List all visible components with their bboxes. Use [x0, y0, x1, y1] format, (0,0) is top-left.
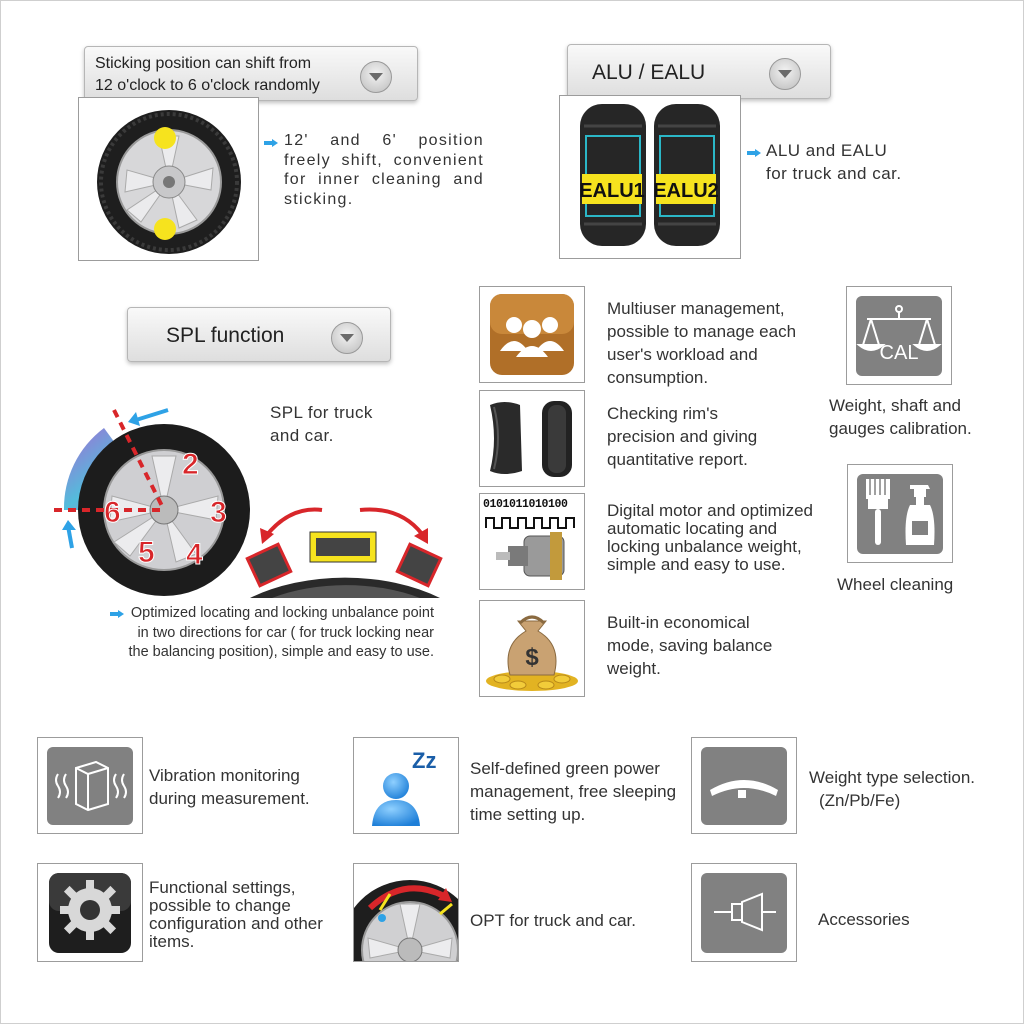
chevron-down-icon[interactable] — [331, 322, 363, 354]
cal-label: CAL — [880, 342, 919, 364]
binary-code-text: 0101011010100 — [483, 498, 568, 511]
vibration-description: Vibration monitoring during measurement. — [149, 766, 310, 808]
calibration-icon-bg — [856, 296, 942, 376]
chevron-down-icon[interactable] — [769, 58, 801, 90]
position-2-label: 2 — [182, 448, 199, 481]
sticking-image-panel — [78, 97, 259, 261]
dollar-sign: $ — [525, 644, 539, 671]
functional-icon-box — [37, 863, 143, 962]
sleep-user-icon: Zz — [372, 748, 436, 826]
position-3-label: 3 — [210, 496, 227, 529]
sticking-header-line2: 12 o'clock to 6 o'clock randomly — [95, 77, 320, 94]
economical-description: Built-in economical mode, saving balance… — [607, 613, 773, 678]
spl-header-title: SPL function — [166, 324, 285, 347]
alu-description: ALU and EALU for truck and car. — [766, 141, 902, 183]
tyre-pair-icon: EALU1 EALU2 — [579, 104, 720, 246]
vibration-icon — [55, 760, 127, 812]
multiuser-icon-box — [479, 286, 585, 383]
calibration-icon-box: CAL — [846, 286, 952, 385]
opt-description: OPT for truck and car. — [470, 911, 636, 930]
spl-description: SPL for truck and car. — [270, 403, 373, 445]
ealu1-label: EALU1 — [579, 180, 645, 202]
motor-icon — [485, 517, 575, 580]
vibration-icon-bg — [47, 747, 133, 825]
position-6-label: 6 — [104, 496, 121, 529]
opt-wheel-icon — [340, 880, 480, 1020]
arrow-right-icon — [747, 149, 761, 157]
position-4-label: 4 — [186, 538, 203, 571]
arrow-right-icon — [110, 610, 124, 618]
adapter-icon — [714, 892, 776, 932]
cleaning-description: Wheel cleaning — [837, 575, 954, 594]
money-bag-icon: $ — [486, 615, 578, 691]
motor-description: Digital motor and optimized automatic lo… — [607, 501, 813, 574]
rim-check-icon — [490, 401, 572, 477]
sticking-header-line1: Sticking position can shift from — [95, 55, 312, 72]
alu-header-title: ALU / EALU — [592, 61, 706, 84]
brush-spray-icon — [866, 479, 935, 545]
scale-icon: CAL — [856, 305, 942, 364]
alu-image-panel: EALU1 EALU2 — [559, 95, 741, 259]
accessories-icon-box — [691, 863, 797, 962]
opt-icon-box — [340, 863, 480, 1020]
spl-wheel-illustration: 2 3 4 5 6 — [54, 408, 443, 598]
motor-icon-box: 0101011010100 — [479, 493, 585, 590]
sticking-description: 12' and 6' position freely shift, conven… — [284, 132, 484, 208]
alu-header-tab[interactable]: ALU / EALU — [567, 44, 831, 99]
weight-type-line1: Weight type selection. — [809, 768, 975, 787]
economical-icon-box: $ — [479, 600, 585, 697]
rim-description: Checking rim's precision and giving quan… — [607, 404, 758, 469]
clip-weight-icon — [710, 780, 778, 798]
arrow-right-icon — [264, 139, 278, 147]
functional-description: Functional settings, possible to change … — [149, 878, 323, 951]
chevron-down-icon[interactable] — [360, 61, 392, 93]
ealu2-label: EALU2 — [653, 180, 719, 202]
calibration-description: Weight, shaft and gauges calibration. — [829, 396, 972, 438]
multiuser-description: Multiuser management, possible to manage… — [607, 299, 797, 387]
weight-type-icon-box — [691, 737, 797, 834]
accessories-description: Accessories — [818, 910, 910, 929]
wheel-icon — [97, 110, 241, 254]
spl-optimized-description: Optimized locating and locking unbalance… — [128, 605, 435, 660]
spl-header-tab[interactable]: SPL function — [127, 307, 391, 362]
weight-type-line2: (Zn/Pb/Fe) — [819, 791, 901, 810]
users-icon — [490, 294, 574, 375]
gear-icon — [49, 873, 131, 953]
green-power-description: Self-defined green power management, fre… — [470, 759, 677, 824]
sticking-header-tab[interactable]: Sticking position can shift from 12 o'cl… — [84, 46, 418, 101]
rim-icon-box — [479, 390, 585, 487]
vibration-icon-box — [37, 737, 143, 834]
cleaning-icon-box — [847, 464, 953, 563]
green-power-icon-box: Zz — [353, 737, 459, 834]
sleep-zz-glyph: Zz — [412, 748, 436, 773]
position-5-label: 5 — [138, 536, 155, 569]
